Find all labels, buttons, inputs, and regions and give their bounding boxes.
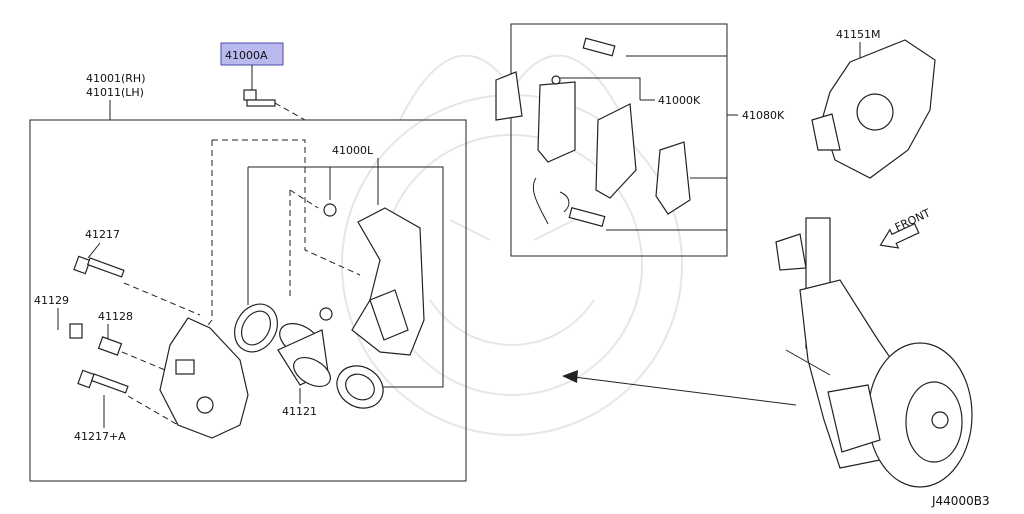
pointer-arrow-icon xyxy=(562,370,797,406)
knuckle-rotor-assembly-drawing xyxy=(775,217,973,488)
piston-boot-drawing xyxy=(336,365,384,409)
label-41217[interactable]: 41217 xyxy=(85,228,120,241)
guide-pin-upper-drawing xyxy=(73,255,125,278)
caliper-bracket-drawing xyxy=(319,203,425,356)
front-arrow-icon xyxy=(879,222,920,249)
bolt-41000A-drawing xyxy=(243,89,306,121)
diagram-code: J44000B3 xyxy=(931,494,990,508)
bleeder-screw-drawing xyxy=(97,336,123,356)
shim-outer-drawing xyxy=(655,141,691,215)
pad-kit-frame xyxy=(510,23,728,257)
caliper-body-drawing xyxy=(159,317,249,439)
caliper-assembly-frame xyxy=(29,119,467,482)
seal-ring-drawing xyxy=(234,303,278,353)
label-41011-lh[interactable]: 41011(LH) xyxy=(86,86,144,99)
dust-shield-41151M-drawing xyxy=(811,39,936,179)
retainer-spring-drawing xyxy=(532,177,570,225)
brake-pad-outer-drawing xyxy=(595,103,637,199)
label-41000A[interactable]: 41000A xyxy=(225,49,268,62)
pad-clip-lower-drawing xyxy=(568,207,727,231)
label-41129[interactable]: 41129 xyxy=(34,294,69,307)
label-41151M[interactable]: 41151M xyxy=(836,28,880,41)
part-41000A-callout[interactable]: 41000A xyxy=(220,42,284,92)
anti-squeal-shim-drawing xyxy=(495,71,523,121)
guide-pin-lower-drawing xyxy=(77,369,129,394)
bleeder-cap-drawing xyxy=(69,323,83,339)
brake-pad-inner-drawing xyxy=(537,75,576,163)
label-41000K[interactable]: 41000K xyxy=(658,94,701,107)
label-41217-a[interactable]: 41217+A xyxy=(74,430,126,443)
label-41080K[interactable]: 41080K xyxy=(742,109,785,122)
piston-41121-drawing xyxy=(277,323,331,388)
label-41001-rh[interactable]: 41001(RH) xyxy=(86,72,146,85)
label-41128[interactable]: 41128 xyxy=(98,310,133,323)
label-41121[interactable]: 41121 xyxy=(282,405,317,418)
pad-clip-upper-drawing xyxy=(582,37,727,57)
label-41000L[interactable]: 41000L xyxy=(332,144,374,157)
